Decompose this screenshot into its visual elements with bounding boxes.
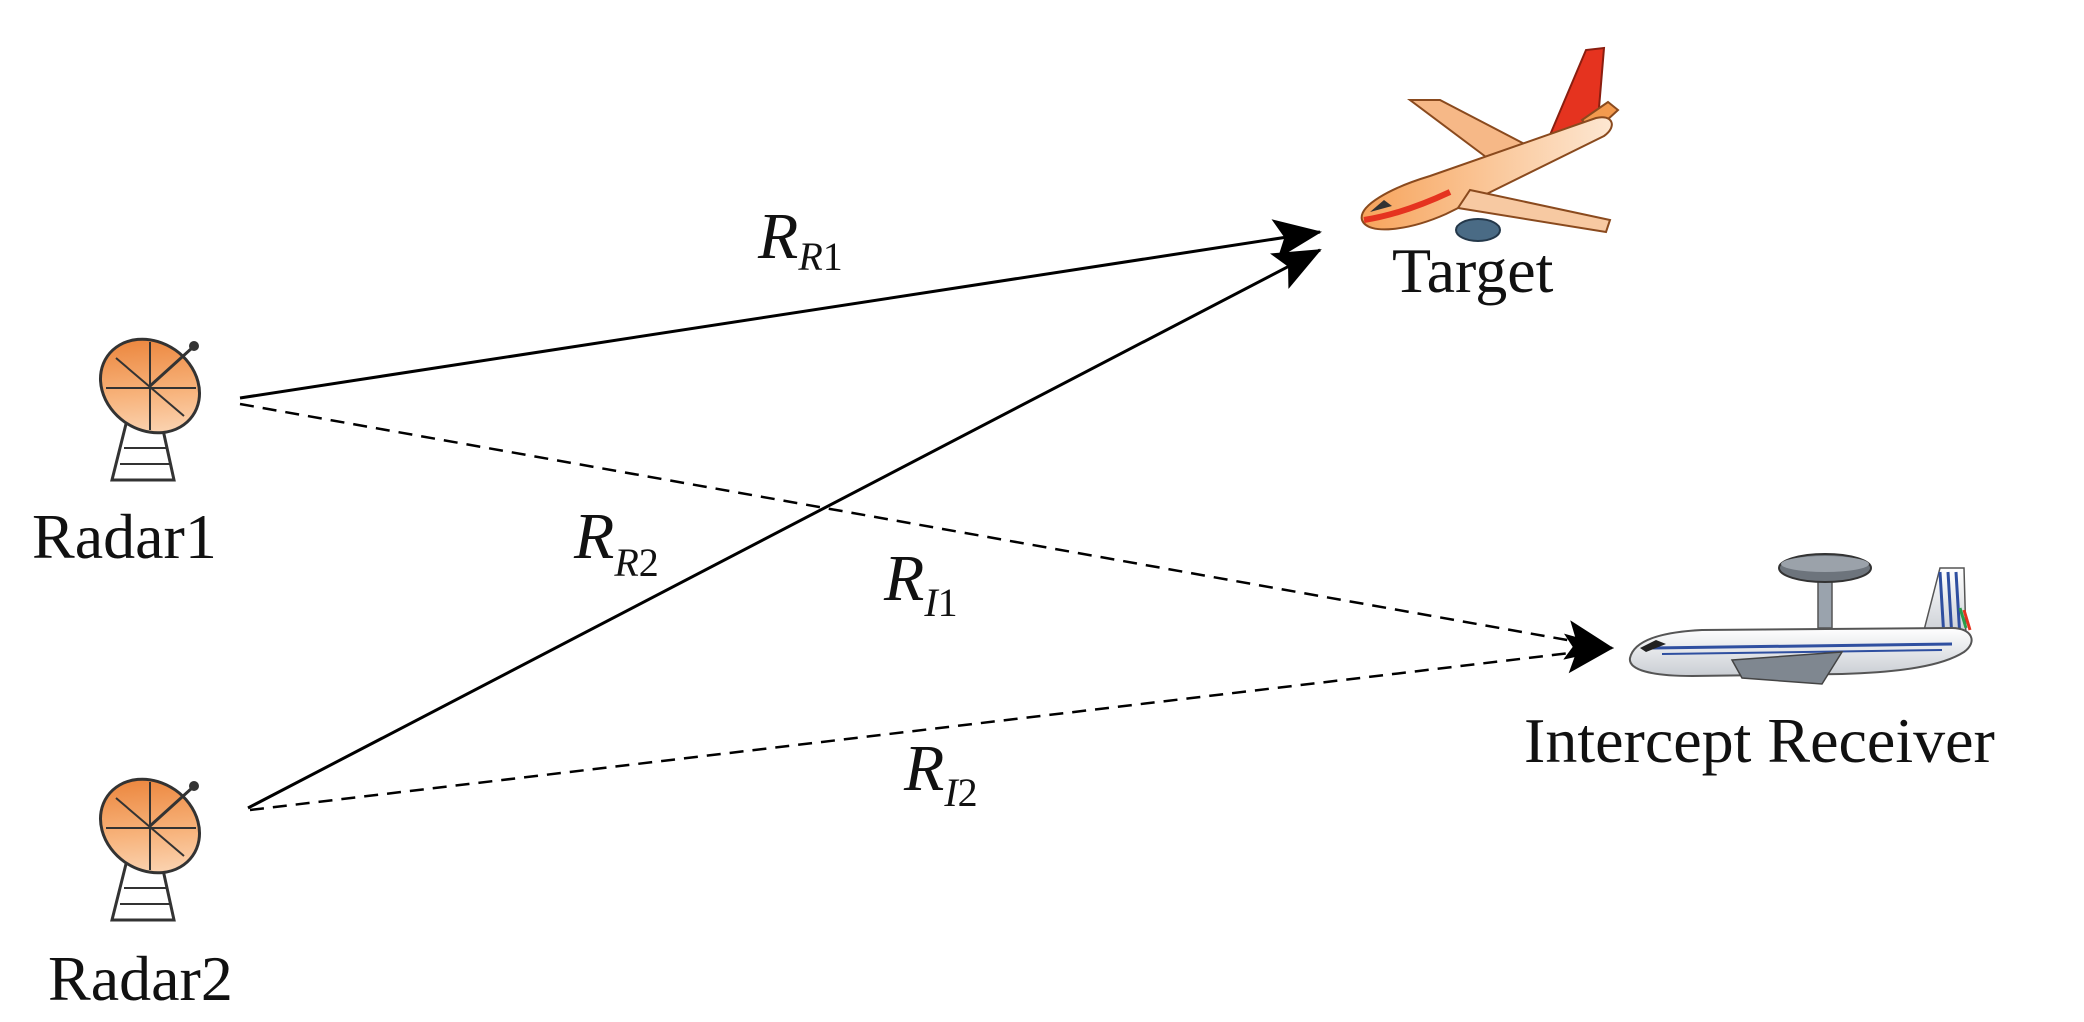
edge-rr1-sub-num: 1 xyxy=(823,234,843,279)
edge-ri1-symbol: R xyxy=(883,542,924,615)
intercept-receiver-label: Intercept Receiver xyxy=(1524,705,1995,776)
edge-ri2-sub-num: 2 xyxy=(958,770,978,815)
edge-rr2-sub-num: 2 xyxy=(639,540,659,585)
edge-rr1-label: RR1 xyxy=(757,200,843,279)
edge-ri2-label: RI2 xyxy=(903,732,978,815)
radar1-label: Radar1 xyxy=(32,501,217,572)
radar-dish-icon xyxy=(98,337,202,482)
target-label: Target xyxy=(1392,235,1554,306)
airliner-icon xyxy=(1360,46,1620,242)
radar-dish-icon xyxy=(98,777,202,922)
edge-rr2-sub-letter: R xyxy=(613,540,638,585)
edge-ri1-sub-letter: I xyxy=(923,580,939,625)
edge-rr2-symbol: R xyxy=(573,500,614,573)
edge-rr2-label: RR2 xyxy=(573,500,659,585)
edge-rr1-sub-letter: R xyxy=(797,234,822,279)
edge-ri2-sub-letter: I xyxy=(943,770,959,815)
edge-rr1-symbol: R xyxy=(757,200,798,273)
awacs-aircraft-icon xyxy=(1628,553,1973,685)
edge-ri2-symbol: R xyxy=(903,732,944,805)
edge-ri1-line xyxy=(239,402,1614,660)
edge-rr1-line xyxy=(239,219,1322,400)
edge-ri1-label: RI1 xyxy=(883,542,958,625)
edge-ri1-sub-num: 1 xyxy=(938,580,958,625)
edge-rr2-line xyxy=(247,248,1322,810)
radar2-label: Radar2 xyxy=(48,943,233,1014)
